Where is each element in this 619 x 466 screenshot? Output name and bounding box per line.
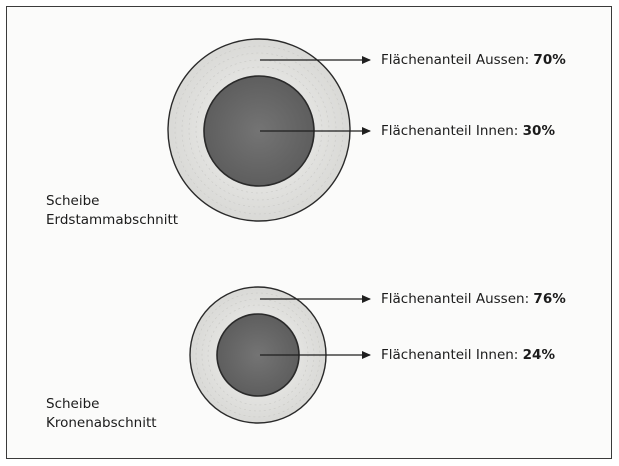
top-disc-caption-line1: Scheibe (46, 192, 178, 211)
top-inner-share-text: Flächenanteil Innen: (381, 123, 523, 139)
bottom-outer-share-text: Flächenanteil Aussen: (381, 291, 533, 307)
bottom-inner-share-value: 24% (523, 347, 555, 363)
top-inner-share-label: Flächenanteil Innen: 30% (381, 123, 555, 139)
top-outer-share-value: 70% (533, 52, 565, 68)
top-outer-share-label: Flächenanteil Aussen: 70% (381, 52, 566, 68)
bottom-disc-caption-line1: Scheibe (46, 395, 157, 414)
top-inner-share-value: 30% (523, 123, 555, 139)
bottom-outer-share-value: 76% (533, 291, 565, 307)
top-disc-caption: Scheibe Erdstammabschnitt (46, 192, 178, 230)
bottom-inner-share-label: Flächenanteil Innen: 24% (381, 347, 555, 363)
bottom-disc-caption-line2: Kronenabschnitt (46, 414, 157, 433)
bottom-inner-share-text: Flächenanteil Innen: (381, 347, 523, 363)
bottom-disc-caption: Scheibe Kronenabschnitt (46, 395, 157, 433)
bottom-outer-share-label: Flächenanteil Aussen: 76% (381, 291, 566, 307)
top-outer-share-text: Flächenanteil Aussen: (381, 52, 533, 68)
top-disc-caption-line2: Erdstammabschnitt (46, 211, 178, 230)
